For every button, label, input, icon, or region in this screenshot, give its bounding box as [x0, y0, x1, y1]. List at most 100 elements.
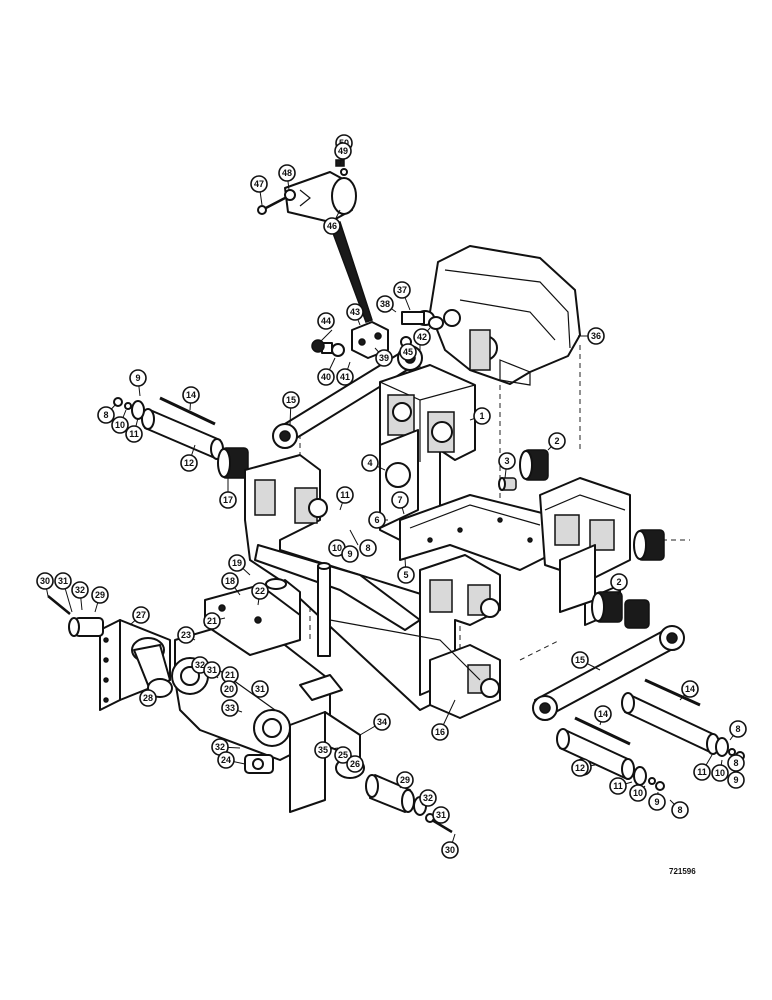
bushing-part-2-lower: [591, 591, 650, 629]
bushing-part-17: [217, 447, 249, 479]
callout-text: 32: [195, 660, 205, 670]
callout-12: 12: [180, 454, 198, 472]
callout-33: 33: [221, 699, 239, 717]
callout-text: 8: [677, 805, 682, 815]
callout-text: 29: [95, 590, 105, 600]
callout-31: 31: [54, 572, 72, 590]
callout-text: 20: [224, 684, 234, 694]
callout-text: 30: [40, 576, 50, 586]
pin-parts-29-32-left: [47, 595, 104, 637]
callout-text: 30: [445, 845, 455, 855]
callout-text: 15: [575, 655, 585, 665]
callout-40: 40: [317, 368, 335, 386]
callout-text: 31: [207, 665, 217, 675]
callout-39: 39: [375, 349, 393, 367]
callout-text: 31: [255, 684, 265, 694]
callout-31: 31: [432, 806, 450, 824]
callout-text: 44: [321, 316, 331, 326]
callout-text: 26: [350, 759, 360, 769]
callout-8: 8: [671, 801, 689, 819]
callout-text: 9: [733, 775, 738, 785]
callout-text: 32: [75, 585, 85, 595]
callout-10: 10: [711, 764, 729, 782]
callout-text: 12: [184, 458, 194, 468]
callout-17: 17: [219, 491, 237, 509]
callout-14: 14: [594, 705, 612, 723]
callout-26: 26: [346, 755, 364, 773]
axle-pin-part-12-upper: [141, 408, 224, 460]
callout-text: 8: [365, 543, 370, 553]
universal-joint-part-39: [351, 321, 389, 359]
lower-frame-part-16: [244, 454, 501, 719]
callout-1: 1: [473, 407, 491, 425]
callout-14: 14: [681, 680, 699, 698]
callout-45: 45: [399, 343, 417, 361]
callout-labels: 5049484746373843444245394140369148101115…: [36, 134, 747, 859]
callout-25: 25: [334, 746, 352, 764]
pivot-block-part-24: [244, 754, 274, 774]
callout-text: 46: [327, 221, 337, 231]
callout-29: 29: [396, 771, 414, 789]
callout-37: 37: [393, 281, 411, 299]
callout-text: 31: [58, 576, 68, 586]
cross-frame-right: [539, 477, 631, 626]
figure-code: 721596: [669, 867, 696, 876]
callout-47: 47: [250, 175, 268, 193]
callout-38: 38: [376, 295, 394, 313]
callout-text: 1: [479, 411, 484, 421]
callout-43: 43: [346, 303, 364, 321]
link-arm-part-15-lower: [532, 625, 685, 721]
callout-text: 10: [332, 543, 342, 553]
callout-29: 29: [91, 586, 109, 604]
callout-10: 10: [629, 784, 647, 802]
callout-text: 36: [591, 331, 601, 341]
callout-11: 11: [693, 763, 711, 781]
side-plate-part-4: [379, 429, 419, 529]
callout-text: 3: [504, 456, 509, 466]
callout-text: 15: [286, 395, 296, 405]
callout-text: 11: [613, 781, 623, 791]
callout-16: 16: [431, 723, 449, 741]
callout-23: 23: [177, 626, 195, 644]
callout-text: 17: [223, 495, 233, 505]
callout-text: 40: [321, 372, 331, 382]
callout-9: 9: [648, 793, 666, 811]
gear-housing-part-36: [429, 245, 581, 386]
callout-text: 11: [697, 767, 707, 777]
callout-15: 15: [571, 651, 589, 669]
callout-20: 20: [220, 680, 238, 698]
callout-text: 6: [374, 515, 379, 525]
callout-44: 44: [317, 312, 335, 330]
callout-48: 48: [278, 164, 296, 182]
callout-text: 14: [685, 684, 695, 694]
bushing-part-2-right: [633, 529, 665, 561]
callout-text: 21: [207, 616, 217, 626]
callout-42: 42: [413, 328, 431, 346]
callout-30: 30: [36, 572, 54, 590]
callout-text: 18: [225, 576, 235, 586]
bushing-part-2-top: [519, 449, 549, 481]
callout-3: 3: [498, 452, 516, 470]
callout-text: 4: [367, 458, 372, 468]
callout-text: 9: [654, 797, 659, 807]
callout-30: 30: [441, 841, 459, 859]
callout-text: 8: [733, 758, 738, 768]
callout-15: 15: [282, 391, 300, 409]
callout-8: 8: [727, 754, 745, 772]
callout-text: 42: [417, 332, 427, 342]
bolt-part-47: [257, 196, 286, 215]
callout-text: 23: [181, 630, 191, 640]
callout-2: 2: [610, 573, 628, 591]
callout-text: 8: [735, 724, 740, 734]
callout-19: 19: [228, 554, 246, 572]
callout-text: 5: [403, 570, 408, 580]
callout-text: 9: [135, 373, 140, 383]
callout-text: 8: [103, 410, 108, 420]
callout-18: 18: [221, 572, 239, 590]
callout-9: 9: [727, 771, 745, 789]
callout-31: 31: [203, 661, 221, 679]
callout-32: 32: [419, 789, 437, 807]
callout-41: 41: [336, 368, 354, 386]
callout-8: 8: [97, 406, 115, 424]
